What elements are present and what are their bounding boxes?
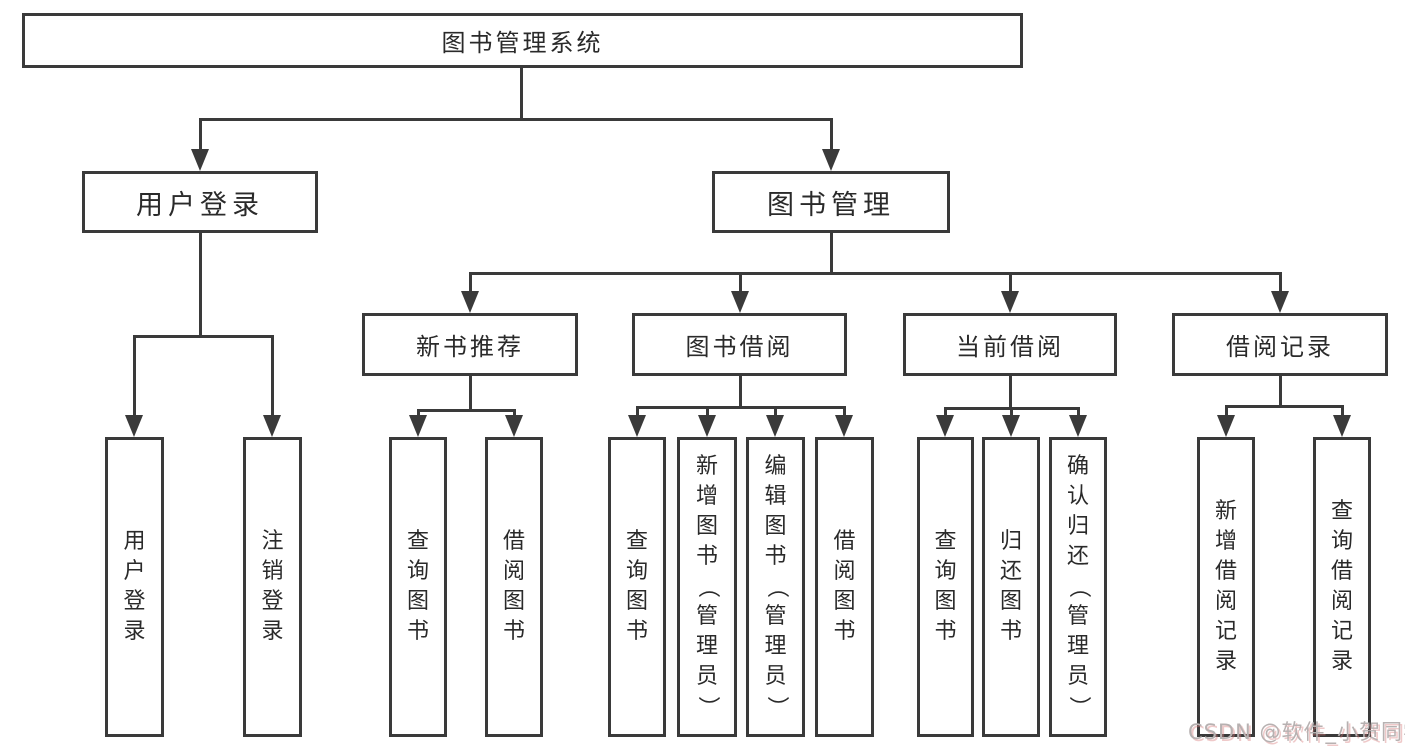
leaf-cb-query-books-label: 查询图书 xyxy=(934,529,957,644)
leaf-br-query-record: 查询借阅记录 xyxy=(1313,437,1371,737)
watermark: CSDN @软件_小贺同学 xyxy=(1188,720,1405,744)
connector-mgmt-branch xyxy=(469,272,1281,275)
leaf-bb-borrow-books: 借阅图书 xyxy=(815,437,874,737)
node-book-management-label: 图书管理 xyxy=(767,189,895,221)
connector-shaft-borrow-records xyxy=(1279,272,1282,297)
arrowhead-current-borrow xyxy=(1001,291,1019,313)
leaf-logout: 注销登录 xyxy=(243,437,302,737)
connector-br-branch xyxy=(1225,405,1343,408)
arrowhead-cb-confirm xyxy=(1069,415,1087,437)
leaf-cb-return-books: 归还图书 xyxy=(982,437,1040,737)
connector-shaft-book-management xyxy=(830,118,833,155)
leaf-cb-return-books-label: 归还图书 xyxy=(999,529,1022,644)
arrowhead-new-book-recommend xyxy=(461,291,479,313)
connector-root-branch xyxy=(199,118,833,121)
connector-br-stem xyxy=(1279,376,1282,405)
leaf-bb-add-books: 新增图书（管理员） xyxy=(677,437,737,737)
connector-shaft-bb-query xyxy=(636,406,639,421)
arrowhead-nbr-borrow xyxy=(505,415,523,437)
arrowhead-bb-borrow xyxy=(835,415,853,437)
leaf-nbr-query-books: 查询图书 xyxy=(389,437,447,737)
connector-shaft-bb-edit xyxy=(774,406,777,421)
leaf-bb-add-books-label: 新增图书（管理员） xyxy=(695,454,720,718)
leaf-bb-edit-books: 编辑图书（管理员） xyxy=(746,437,805,737)
connector-shaft-cb-confirm xyxy=(1077,407,1080,421)
arrowhead-user-login xyxy=(125,415,143,437)
connector-cb-stem xyxy=(1009,376,1012,407)
connector-shaft-bb-borrow xyxy=(843,406,846,421)
leaf-cb-query-books: 查询图书 xyxy=(917,437,974,737)
node-user-login-group: 用户登录 xyxy=(82,171,318,233)
node-new-book-recommend: 新书推荐 xyxy=(362,313,578,376)
node-current-borrow: 当前借阅 xyxy=(903,313,1117,376)
connector-shaft-br-query xyxy=(1341,405,1344,421)
leaf-nbr-borrow-books: 借阅图书 xyxy=(485,437,543,737)
node-current-borrow-label: 当前借阅 xyxy=(956,333,1064,361)
leaf-br-add-record-label: 新增借阅记录 xyxy=(1214,499,1237,674)
arrowhead-br-add xyxy=(1217,415,1235,437)
connector-shaft-br-add xyxy=(1225,405,1228,421)
leaf-cb-confirm-return-label: 确认归还（管理员） xyxy=(1066,454,1091,718)
arrowhead-user-login-group xyxy=(191,149,209,171)
arrowhead-bb-add xyxy=(698,415,716,437)
arrowhead-cb-query xyxy=(936,415,954,437)
node-borrow-records-label: 借阅记录 xyxy=(1226,333,1334,361)
connector-shaft-cb-query xyxy=(944,407,947,421)
connector-shaft-user-login xyxy=(133,335,136,421)
node-book-borrow-label: 图书借阅 xyxy=(685,333,794,361)
leaf-nbr-query-books-label: 查询图书 xyxy=(406,529,429,644)
leaf-logout-label: 注销登录 xyxy=(261,529,284,644)
connector-bb-stem xyxy=(739,376,742,406)
leaf-br-add-record: 新增借阅记录 xyxy=(1197,437,1255,737)
arrowhead-br-query xyxy=(1333,415,1351,437)
arrowhead-book-borrow xyxy=(731,291,749,313)
leaf-bb-query-books-label: 查询图书 xyxy=(625,529,648,644)
arrowhead-bb-query xyxy=(628,415,646,437)
node-user-login-group-label: 用户登录 xyxy=(136,189,264,221)
leaf-user-login-label: 用户登录 xyxy=(123,529,146,644)
node-borrow-records: 借阅记录 xyxy=(1172,313,1388,376)
connector-shaft-book-borrow xyxy=(739,272,742,297)
arrowhead-bb-edit xyxy=(766,415,784,437)
leaf-bb-query-books: 查询图书 xyxy=(608,437,666,737)
node-root-label: 图书管理系统 xyxy=(441,29,604,57)
leaf-user-login: 用户登录 xyxy=(105,437,164,737)
arrowhead-book-management xyxy=(822,149,840,171)
connector-user-group-stem xyxy=(199,233,202,335)
connector-shaft-user-login-group xyxy=(199,118,202,155)
connector-shaft-new-book-recommend xyxy=(469,272,472,297)
connector-nbr-stem xyxy=(469,376,472,409)
connector-user-group-branch xyxy=(133,335,274,338)
leaf-bb-edit-books-label: 编辑图书（管理员） xyxy=(763,454,789,718)
connector-shaft-current-borrow xyxy=(1009,272,1012,297)
leaf-bb-borrow-books-label: 借阅图书 xyxy=(833,529,856,644)
connector-nbr-branch xyxy=(417,409,515,412)
connector-shaft-cb-return xyxy=(1010,407,1013,421)
node-book-management: 图书管理 xyxy=(712,171,950,233)
leaf-nbr-borrow-books-label: 借阅图书 xyxy=(502,529,525,644)
arrowhead-logout xyxy=(263,415,281,437)
arrowhead-cb-return xyxy=(1002,415,1020,437)
node-new-book-recommend-label: 新书推荐 xyxy=(416,333,524,361)
connector-bb-branch xyxy=(636,406,845,409)
leaf-cb-confirm-return: 确认归还（管理员） xyxy=(1049,437,1107,737)
leaf-br-query-record-label: 查询借阅记录 xyxy=(1330,499,1353,674)
arrowhead-nbr-query xyxy=(409,415,427,437)
arrowhead-borrow-records xyxy=(1271,291,1289,313)
connector-mgmt-stem xyxy=(830,233,833,272)
connector-shaft-bb-add xyxy=(706,406,709,421)
connector-root-stem xyxy=(520,68,523,118)
node-root: 图书管理系统 xyxy=(22,13,1023,68)
node-book-borrow: 图书借阅 xyxy=(632,313,847,376)
connector-shaft-logout xyxy=(271,335,274,421)
